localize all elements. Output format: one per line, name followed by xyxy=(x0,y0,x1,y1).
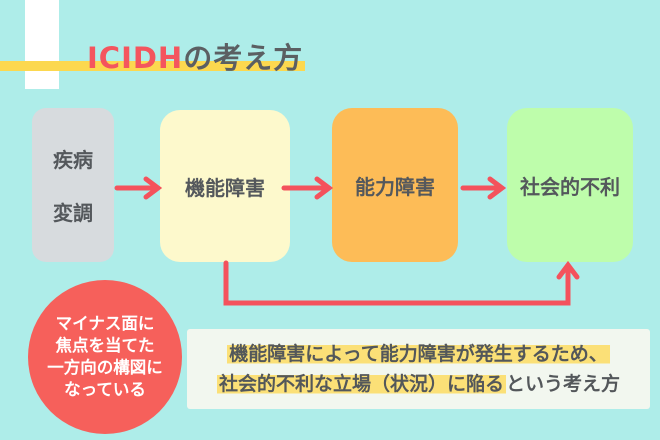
page-title-rest: の考え方 xyxy=(183,41,304,76)
caption-line1-highlight: 機能障害によって能力障害が発生するため、 xyxy=(227,343,610,365)
note-circle-line2: 焦点を当てた xyxy=(55,335,155,355)
caption-box: 機能障害によって能力障害が発生するため、 社会的不利な立場（状況）に陥るという考… xyxy=(187,329,650,409)
arrow-disability-to-handicap xyxy=(460,176,507,200)
arrow-disease-to-impairment xyxy=(114,176,163,200)
note-circle: マイナス面に 焦点を当てた 一方向の構図に なっている xyxy=(28,280,182,434)
caption-line1: 機能障害によって能力障害が発生するため、 xyxy=(227,339,610,369)
title-underline xyxy=(0,61,305,71)
box-disability-label: 能力障害 xyxy=(355,174,435,199)
arrow-impairment-to-handicap-feedback xyxy=(223,260,580,306)
page-title-accent: ICIDH xyxy=(87,41,184,76)
box-impairment-label: 機能障害 xyxy=(185,175,265,200)
page-title: ICIDHの考え方 xyxy=(87,35,303,77)
box-handicap-label: 社会的不利 xyxy=(520,174,620,199)
note-circle-line1: マイナス面に xyxy=(55,313,155,333)
arrow-impairment-to-disability xyxy=(281,176,334,200)
caption-line2: 社会的不利な立場（状況）に陥るという考え方 xyxy=(216,369,621,399)
box-handicap: 社会的不利 xyxy=(507,108,633,262)
box-disease-line2: 変調 xyxy=(53,201,93,225)
box-disease: 疾病 変調 xyxy=(32,108,114,262)
deco-white-bar xyxy=(25,0,59,89)
note-circle-line4: なっている xyxy=(64,380,146,400)
note-circle-line3: 一方向の構図に xyxy=(47,358,163,377)
box-disability: 能力障害 xyxy=(332,108,458,262)
box-impairment: 機能障害 xyxy=(160,110,290,262)
caption-line2-highlight: 社会的不利な立場（状況）に陥る xyxy=(216,373,506,395)
box-disease-line1: 疾病 xyxy=(53,148,93,172)
caption-line2-rest: という考え方 xyxy=(506,373,621,395)
